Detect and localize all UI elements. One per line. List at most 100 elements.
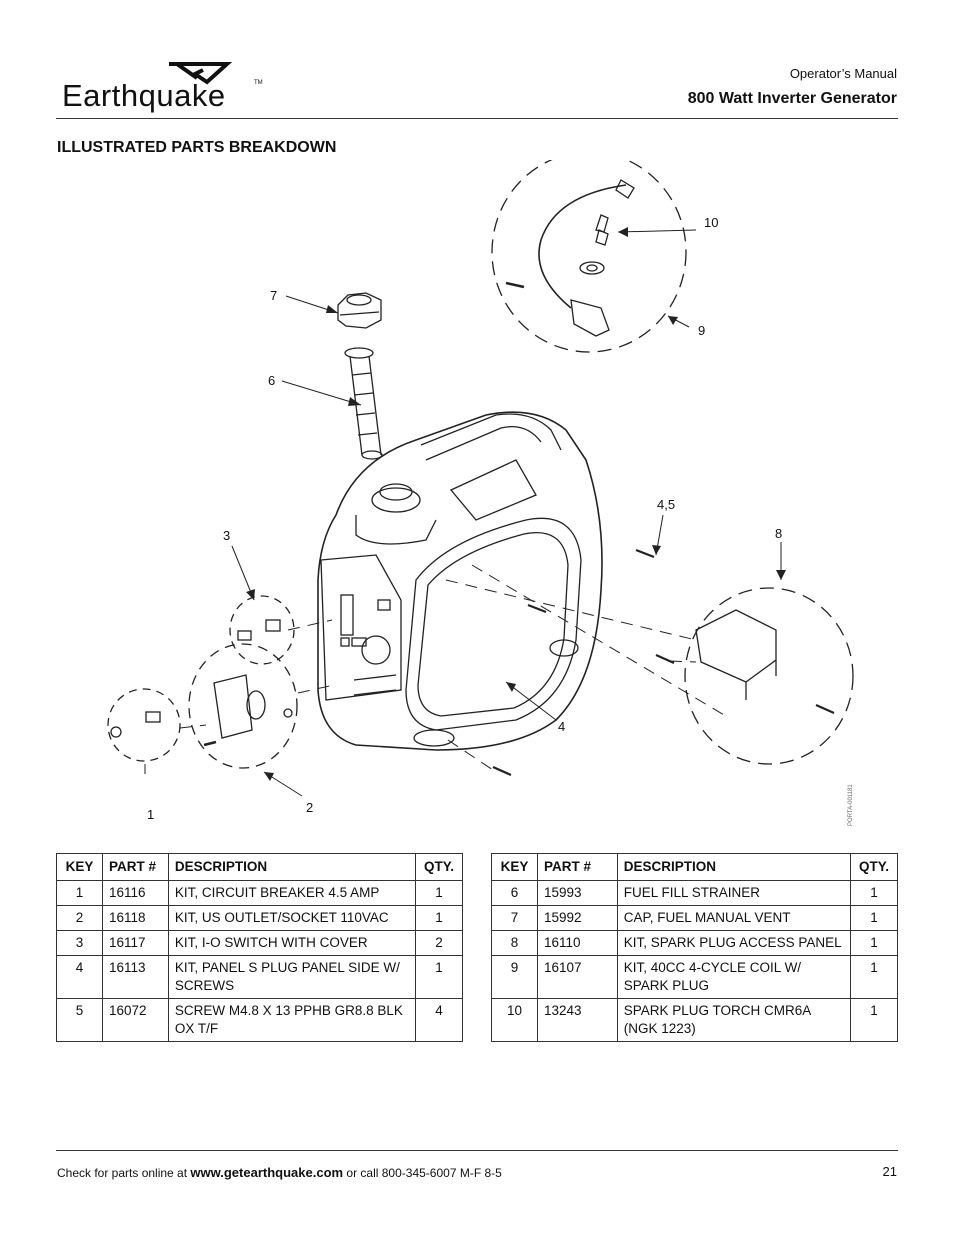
cell-part: 16107 xyxy=(536,955,618,999)
col-desc: DESCRIPTION xyxy=(167,853,417,881)
callout-1: 1 xyxy=(147,807,154,822)
cell-part: 15993 xyxy=(536,880,618,906)
cell-qty: 1 xyxy=(849,880,899,906)
spark-plug-detail-circle xyxy=(491,160,687,353)
table-row: 5 16072 SCREW M4.8 X 13 PPHB GR8.8 BLK O… xyxy=(56,998,463,1042)
spark-plug-assembly xyxy=(505,179,635,337)
col-part: PART # xyxy=(536,853,618,881)
cell-key: 1 xyxy=(56,880,103,906)
exploded-parts-diagram: 10 9 7 6 4,5 8 3 4 1 2 xyxy=(107,160,854,822)
cell-key: 2 xyxy=(56,905,103,931)
website-link[interactable]: www.getearthquake.com xyxy=(190,1165,344,1180)
cell-desc: FUEL FILL STRAINER xyxy=(616,880,851,906)
col-desc: DESCRIPTION xyxy=(616,853,851,881)
cell-key: 7 xyxy=(491,905,538,931)
cell-key: 10 xyxy=(491,998,538,1042)
table-row: 6 15993 FUEL FILL STRAINER 1 xyxy=(491,880,899,906)
table-row: 1 16116 KIT, CIRCUIT BREAKER 4.5 AMP 1 xyxy=(56,880,463,906)
callout-7: 7 xyxy=(270,288,277,303)
brand-name: Earthquake xyxy=(62,78,226,113)
cell-key: 4 xyxy=(56,955,103,999)
footer-prefix: Check for parts online at xyxy=(57,1166,191,1180)
fuel-cap xyxy=(337,292,382,329)
col-qty: QTY. xyxy=(849,853,899,881)
callout-9: 9 xyxy=(698,323,705,338)
table-row: 4 16113 KIT, PANEL S PLUG PANEL SIDE W/ … xyxy=(56,955,463,999)
logo-swoosh-icon xyxy=(169,62,233,85)
cell-key: 3 xyxy=(56,930,103,956)
header-divider xyxy=(56,118,898,119)
callout-2: 2 xyxy=(306,800,313,815)
callout-4: 4 xyxy=(558,719,565,734)
callout-6: 6 xyxy=(268,373,275,388)
circuit-breaker xyxy=(110,711,161,738)
cell-qty: 2 xyxy=(415,930,463,956)
table-row: 10 13243 SPARK PLUG TORCH CMR6A (NGK 122… xyxy=(491,998,899,1042)
col-key: KEY xyxy=(491,853,538,881)
cell-key: 5 xyxy=(56,998,103,1042)
page-number: 21 xyxy=(882,1164,897,1179)
figure-code: PORTA-001181 xyxy=(848,784,854,826)
fuel-strainer xyxy=(344,347,383,460)
cell-qty: 1 xyxy=(849,930,899,956)
outlet-socket xyxy=(203,674,293,747)
callout-10: 10 xyxy=(704,215,718,230)
col-key: KEY xyxy=(56,853,103,881)
table-row: 8 16110 KIT, SPARK PLUG ACCESS PANEL 1 xyxy=(491,930,899,956)
cell-desc: SPARK PLUG TORCH CMR6A (NGK 1223) xyxy=(616,998,851,1042)
cell-key: 8 xyxy=(491,930,538,956)
cell-part: 16116 xyxy=(101,880,169,906)
access-panel-detail-circle xyxy=(684,587,854,765)
table-row: 9 16107 KIT, 40CC 4-CYCLE COIL W/ SPARK … xyxy=(491,955,899,999)
cell-part: 16118 xyxy=(101,905,169,931)
callout-4-5: 4,5 xyxy=(657,497,675,512)
cell-part: 16072 xyxy=(101,998,169,1042)
cell-desc: KIT, SPARK PLUG ACCESS PANEL xyxy=(616,930,851,956)
switch-detail-circle xyxy=(229,595,295,665)
table-row: 2 16118 KIT, US OUTLET/SOCKET 110VAC 1 xyxy=(56,905,463,931)
cell-desc: KIT, PANEL S PLUG PANEL SIDE W/ SCREWS xyxy=(167,955,417,999)
parts-table-right: KEY PART # DESCRIPTION QTY. 6 15993 FUEL… xyxy=(491,853,899,1042)
callout-3: 3 xyxy=(223,528,230,543)
cell-key: 6 xyxy=(491,880,538,906)
spark-plug-access-panel xyxy=(695,609,777,700)
trademark: TM xyxy=(254,80,263,86)
cell-desc: CAP, FUEL MANUAL VENT xyxy=(616,905,851,931)
cell-desc: KIT, 40CC 4-CYCLE COIL W/ SPARK PLUG xyxy=(616,955,851,999)
cell-part: 13243 xyxy=(536,998,618,1042)
cell-qty: 1 xyxy=(849,998,899,1042)
table-header-row: KEY PART # DESCRIPTION QTY. xyxy=(56,853,463,881)
table-row: 3 16117 KIT, I-O SWITCH WITH COVER 2 xyxy=(56,930,463,956)
product-title: 800 Watt Inverter Generator xyxy=(687,90,897,107)
manual-label: Operator’s Manual xyxy=(789,66,897,81)
footer-divider xyxy=(56,1150,898,1151)
switches xyxy=(237,619,281,641)
outlet-detail-circle xyxy=(188,643,298,769)
cell-qty: 1 xyxy=(849,955,899,999)
cell-desc: SCREW M4.8 X 13 PPHB GR8.8 BLK OX T/F xyxy=(167,998,417,1042)
cell-desc: KIT, CIRCUIT BREAKER 4.5 AMP xyxy=(167,880,417,906)
screws xyxy=(492,548,835,777)
arrow-heads xyxy=(246,227,786,781)
table-header-row: KEY PART # DESCRIPTION QTY. xyxy=(491,853,899,881)
section-title: ILLUSTRATED PARTS BREAKDOWN xyxy=(57,139,337,156)
cell-qty: 1 xyxy=(415,905,463,931)
cell-qty: 1 xyxy=(415,955,463,999)
parts-table-left: KEY PART # DESCRIPTION QTY. 1 16116 KIT,… xyxy=(56,853,463,1042)
cell-desc: KIT, US OUTLET/SOCKET 110VAC xyxy=(167,905,417,931)
generator-body xyxy=(317,411,603,751)
cell-key: 9 xyxy=(491,955,538,999)
cell-part: 16113 xyxy=(101,955,169,999)
footer-contact: Check for parts online at www.getearthqu… xyxy=(57,1165,502,1180)
cell-qty: 1 xyxy=(849,905,899,931)
cell-qty: 1 xyxy=(415,880,463,906)
cell-qty: 4 xyxy=(415,998,463,1042)
col-qty: QTY. xyxy=(415,853,463,881)
cell-part: 16117 xyxy=(101,930,169,956)
col-part: PART # xyxy=(101,853,169,881)
cell-part: 15992 xyxy=(536,905,618,931)
callout-8: 8 xyxy=(775,526,782,541)
table-row: 7 15992 CAP, FUEL MANUAL VENT 1 xyxy=(491,905,899,931)
brand-logo: Earthquake TM xyxy=(62,60,272,115)
footer-suffix: or call 800-345-6007 M-F 8-5 xyxy=(343,1166,502,1180)
